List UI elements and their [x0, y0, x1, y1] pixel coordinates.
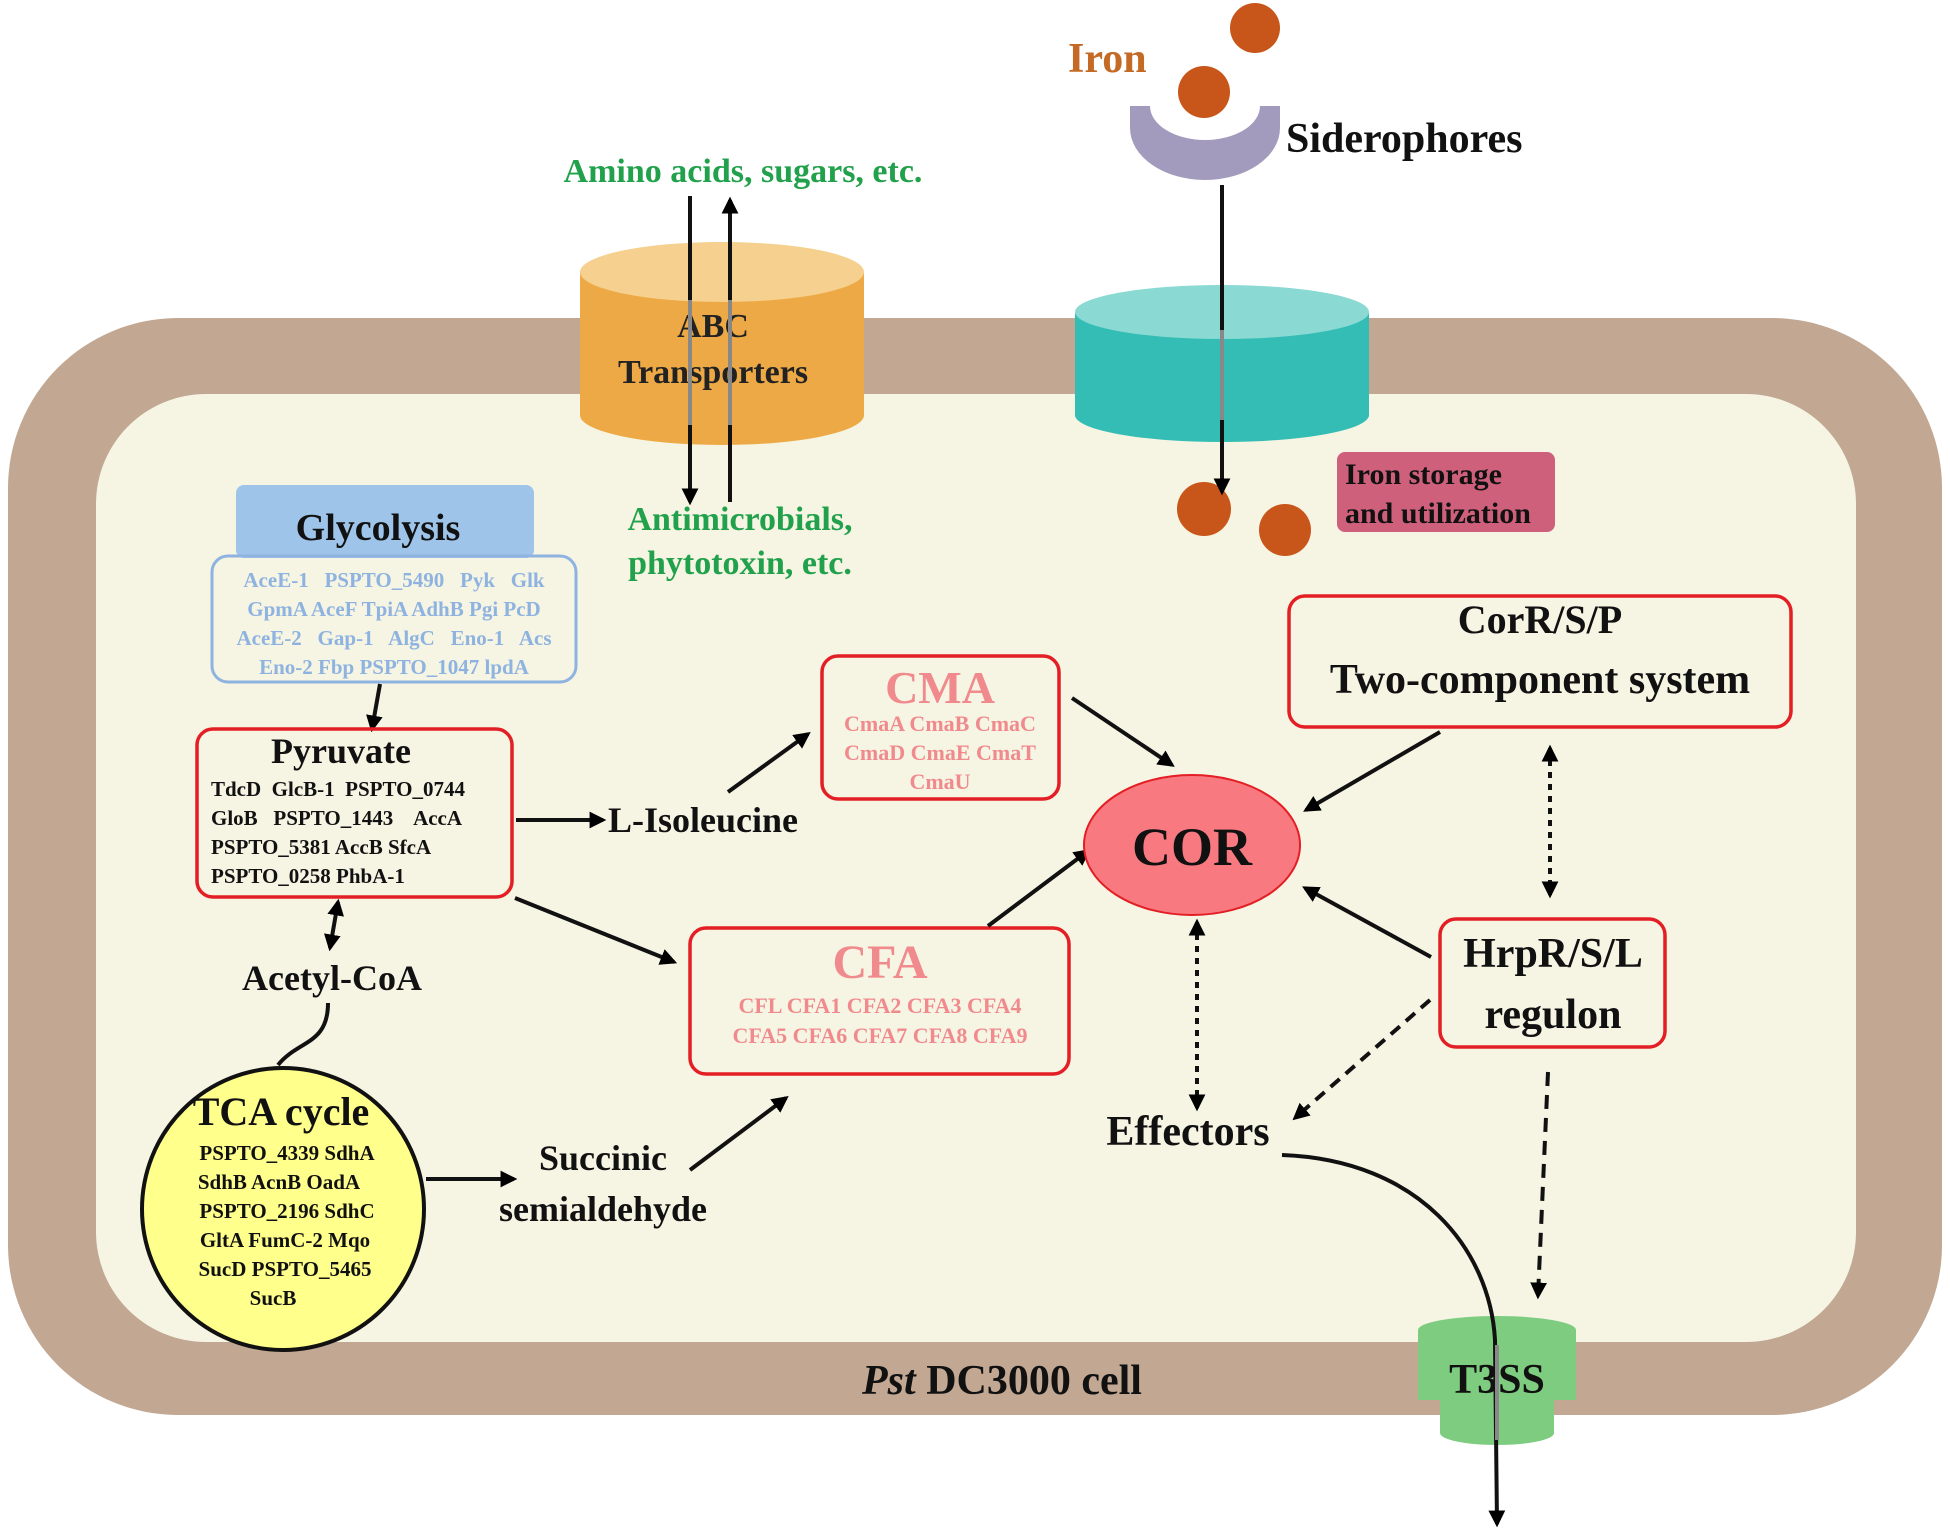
abc-outflow-label-line1: Antimicrobials, — [627, 501, 852, 538]
glycolysis-header — [236, 485, 534, 558]
iron-ion-1 — [1230, 3, 1280, 53]
tca-gene-line: SucB — [250, 1286, 297, 1310]
pyruvate-to-cfa-arrow — [514, 896, 678, 965]
isoleucine-to-cma-arrow — [726, 732, 811, 794]
tca-title: TCA cycle — [193, 1089, 370, 1134]
cma-gene-line: CmaA CmaB CmaC — [844, 711, 1036, 736]
abc-inflow-label: Amino acids, sugars, etc. — [564, 153, 923, 190]
hrp-box — [1438, 917, 1667, 1049]
abc-outflow-label-line2: phytotoxin, etc. — [628, 545, 852, 582]
corrsp-label-line1: CorR/S/P — [1458, 597, 1622, 642]
hrp-to-cor-arrow — [1302, 886, 1432, 959]
siderophores-label: Siderophores — [1286, 116, 1523, 162]
tca-cycle-node — [140, 1066, 426, 1352]
hrp-label-line1: HrpR/S/L — [1463, 931, 1643, 977]
iron-ion-3 — [1177, 482, 1231, 536]
iron-ion-2 — [1178, 66, 1230, 118]
glycolysis-title: Glycolysis — [296, 507, 461, 549]
cell-label: Pst DC3000 cell — [861, 1358, 1142, 1404]
glycolysis-gene-line: Eno-2 Fbp PSPTO_1047 lpdA — [259, 655, 530, 679]
cfa-gene-line: CFL CFA1 CFA2 CFA3 CFA4 — [738, 993, 1021, 1018]
iron-storage-label-line1: Iron storage — [1345, 458, 1502, 491]
succinic-label-line1: Succinic — [539, 1138, 667, 1178]
pyruvate-gene-line: TdcD GlcB-1 PSPTO_0744 — [211, 777, 465, 801]
tca-gene-line: PSPTO_4339 SdhA — [199, 1141, 375, 1165]
cor-node — [1083, 774, 1301, 916]
siderophore-receptor-notch — [1150, 106, 1260, 140]
glycolysis-to-pyruvate-arrow — [366, 683, 383, 733]
pyruvate-gene-line: PSPTO_5381 AccB SfcA — [211, 835, 432, 859]
cfa-box — [688, 926, 1071, 1076]
effectors-label: Effectors — [1106, 1109, 1269, 1155]
hrp-to-effectors-dashed-arrow — [1292, 998, 1432, 1121]
pyruvate-acetyl-coa-arrow — [324, 898, 344, 952]
pyruvate-box — [195, 727, 514, 899]
succinic-label-line2: semialdehyde — [499, 1189, 707, 1229]
pyruvate-gene-line: GloB PSPTO_1443 AccA — [211, 806, 463, 830]
glycolysis-gene-line: AceE-2 Gap-1 AlgC Eno-1 Acs — [237, 626, 552, 650]
cell-label-italic: Pst — [861, 1358, 917, 1404]
cma-title: CMA — [885, 662, 995, 713]
hrp-label-line2: regulon — [1485, 992, 1622, 1038]
acetyl-coa-label: Acetyl-CoA — [242, 958, 422, 998]
cell-label-rest: DC3000 cell — [916, 1358, 1142, 1404]
glycolysis-gene-line: AceE-1 PSPTO_5490 Pyk Glk — [243, 568, 545, 592]
corrsp-box — [1287, 594, 1793, 729]
abc-transporter-label-line2: Transporters — [618, 354, 808, 391]
cma-gene-line: CmaU — [909, 769, 970, 794]
corrsp-to-cor-arrow — [1303, 730, 1442, 812]
corrsp-label-line2: Two-component system — [1330, 657, 1750, 703]
pyruvate-title: Pyruvate — [271, 731, 411, 771]
iron-label: Iron — [1068, 36, 1147, 82]
tca-gene-line: GltA FumC-2 Mqo — [200, 1228, 370, 1252]
cfa-gene-line: CFA5 CFA6 CFA7 CFA8 CFA9 — [733, 1023, 1028, 1048]
cma-to-cor-arrow — [1070, 696, 1175, 767]
abc-transporter: ABC Transporters — [580, 242, 864, 445]
cell-cytoplasm — [96, 394, 1856, 1342]
effectors-secretion-arrow — [1281, 1153, 1506, 1528]
acetyl-coa-to-tca-link — [276, 1002, 330, 1067]
iron-storage-box — [1337, 452, 1555, 532]
tca-gene-line: SucD PSPTO_5465 — [199, 1257, 372, 1281]
cfa-to-cor-arrow — [986, 848, 1091, 928]
pyruvate-gene-line: PSPTO_0258 PhbA-1 — [211, 864, 405, 888]
cma-gene-line: CmaD CmaE CmaT — [844, 740, 1036, 765]
cor-label: COR — [1132, 817, 1253, 877]
glycolysis-gene-box — [210, 554, 578, 684]
tca-gene-line: SdhB AcnB OadA — [198, 1170, 361, 1194]
iron-storage-label-line2: and utilization — [1345, 497, 1531, 530]
glycolysis-gene-line: GpmA AceF TpiA AdhB Pgi PcD — [247, 597, 540, 621]
succinic-to-cfa-arrow — [688, 1095, 789, 1172]
l-isoleucine-label: L-Isoleucine — [608, 800, 798, 840]
cfa-title: CFA — [832, 936, 927, 989]
hrp-to-t3ss-dashed-arrow — [1530, 1071, 1550, 1300]
abc-transporter-label-line1: ABC — [677, 308, 749, 345]
cma-box — [820, 654, 1061, 801]
tca-gene-line: PSPTO_2196 SdhC — [199, 1199, 374, 1223]
iron-ion-4 — [1259, 504, 1311, 556]
